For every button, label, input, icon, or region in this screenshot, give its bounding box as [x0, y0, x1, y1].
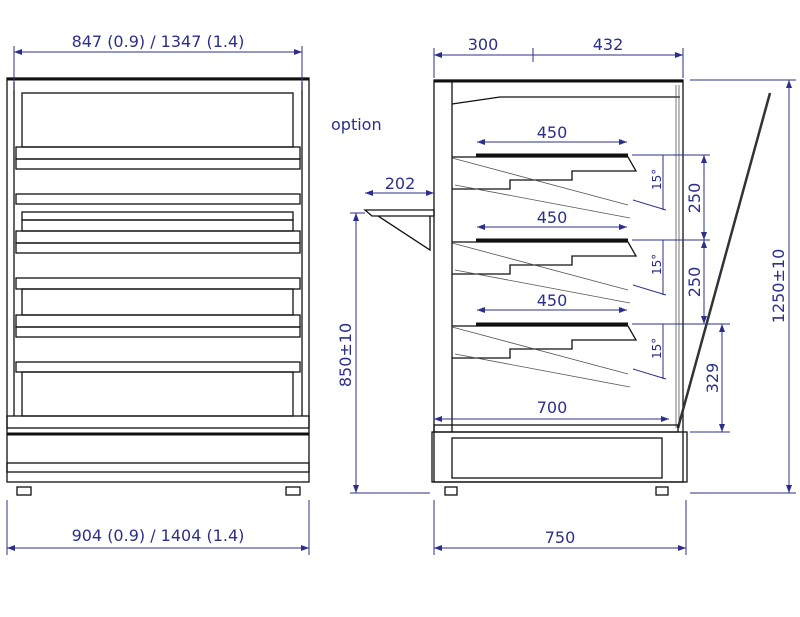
side-view: option 202 300 432 450 450 450 15° 15° 1… — [331, 35, 796, 555]
front-width-top-label: 847 (0.9) / 1347 (1.4) — [72, 32, 245, 51]
depth-300-label: 300 — [468, 35, 499, 54]
front-width-bottom-label: 904 (0.9) / 1404 (1.4) — [72, 526, 245, 545]
front-shelves — [15, 146, 301, 417]
shelf-angle-1: 15° — [650, 169, 664, 190]
counter-height-label: 850±10 — [336, 323, 355, 387]
option-depth-label: 202 — [385, 174, 416, 193]
spacing-3: 329 — [703, 363, 722, 394]
side-feet — [444, 486, 669, 496]
depth-432-label: 432 — [593, 35, 624, 54]
side-shelves — [451, 153, 638, 388]
shelf-depth-2: 450 — [537, 208, 568, 227]
shelf-depth-1: 450 — [537, 123, 568, 142]
spacing-1: 250 — [685, 183, 704, 214]
height-total-label: 1250±10 — [769, 249, 788, 323]
front-feet — [16, 486, 301, 496]
shelf-angle-3: 15° — [650, 338, 664, 359]
depth-total-label: 750 — [545, 528, 576, 547]
shelf-depth-3: 450 — [537, 291, 568, 310]
front-view: 847 (0.9) / 1347 (1.4) 904 (0.9) / 1404 … — [6, 32, 310, 555]
base-inner-label: 700 — [537, 398, 568, 417]
shelf-angle-2: 15° — [650, 254, 664, 275]
spacing-2: 250 — [685, 267, 704, 298]
option-label: option — [331, 115, 382, 134]
